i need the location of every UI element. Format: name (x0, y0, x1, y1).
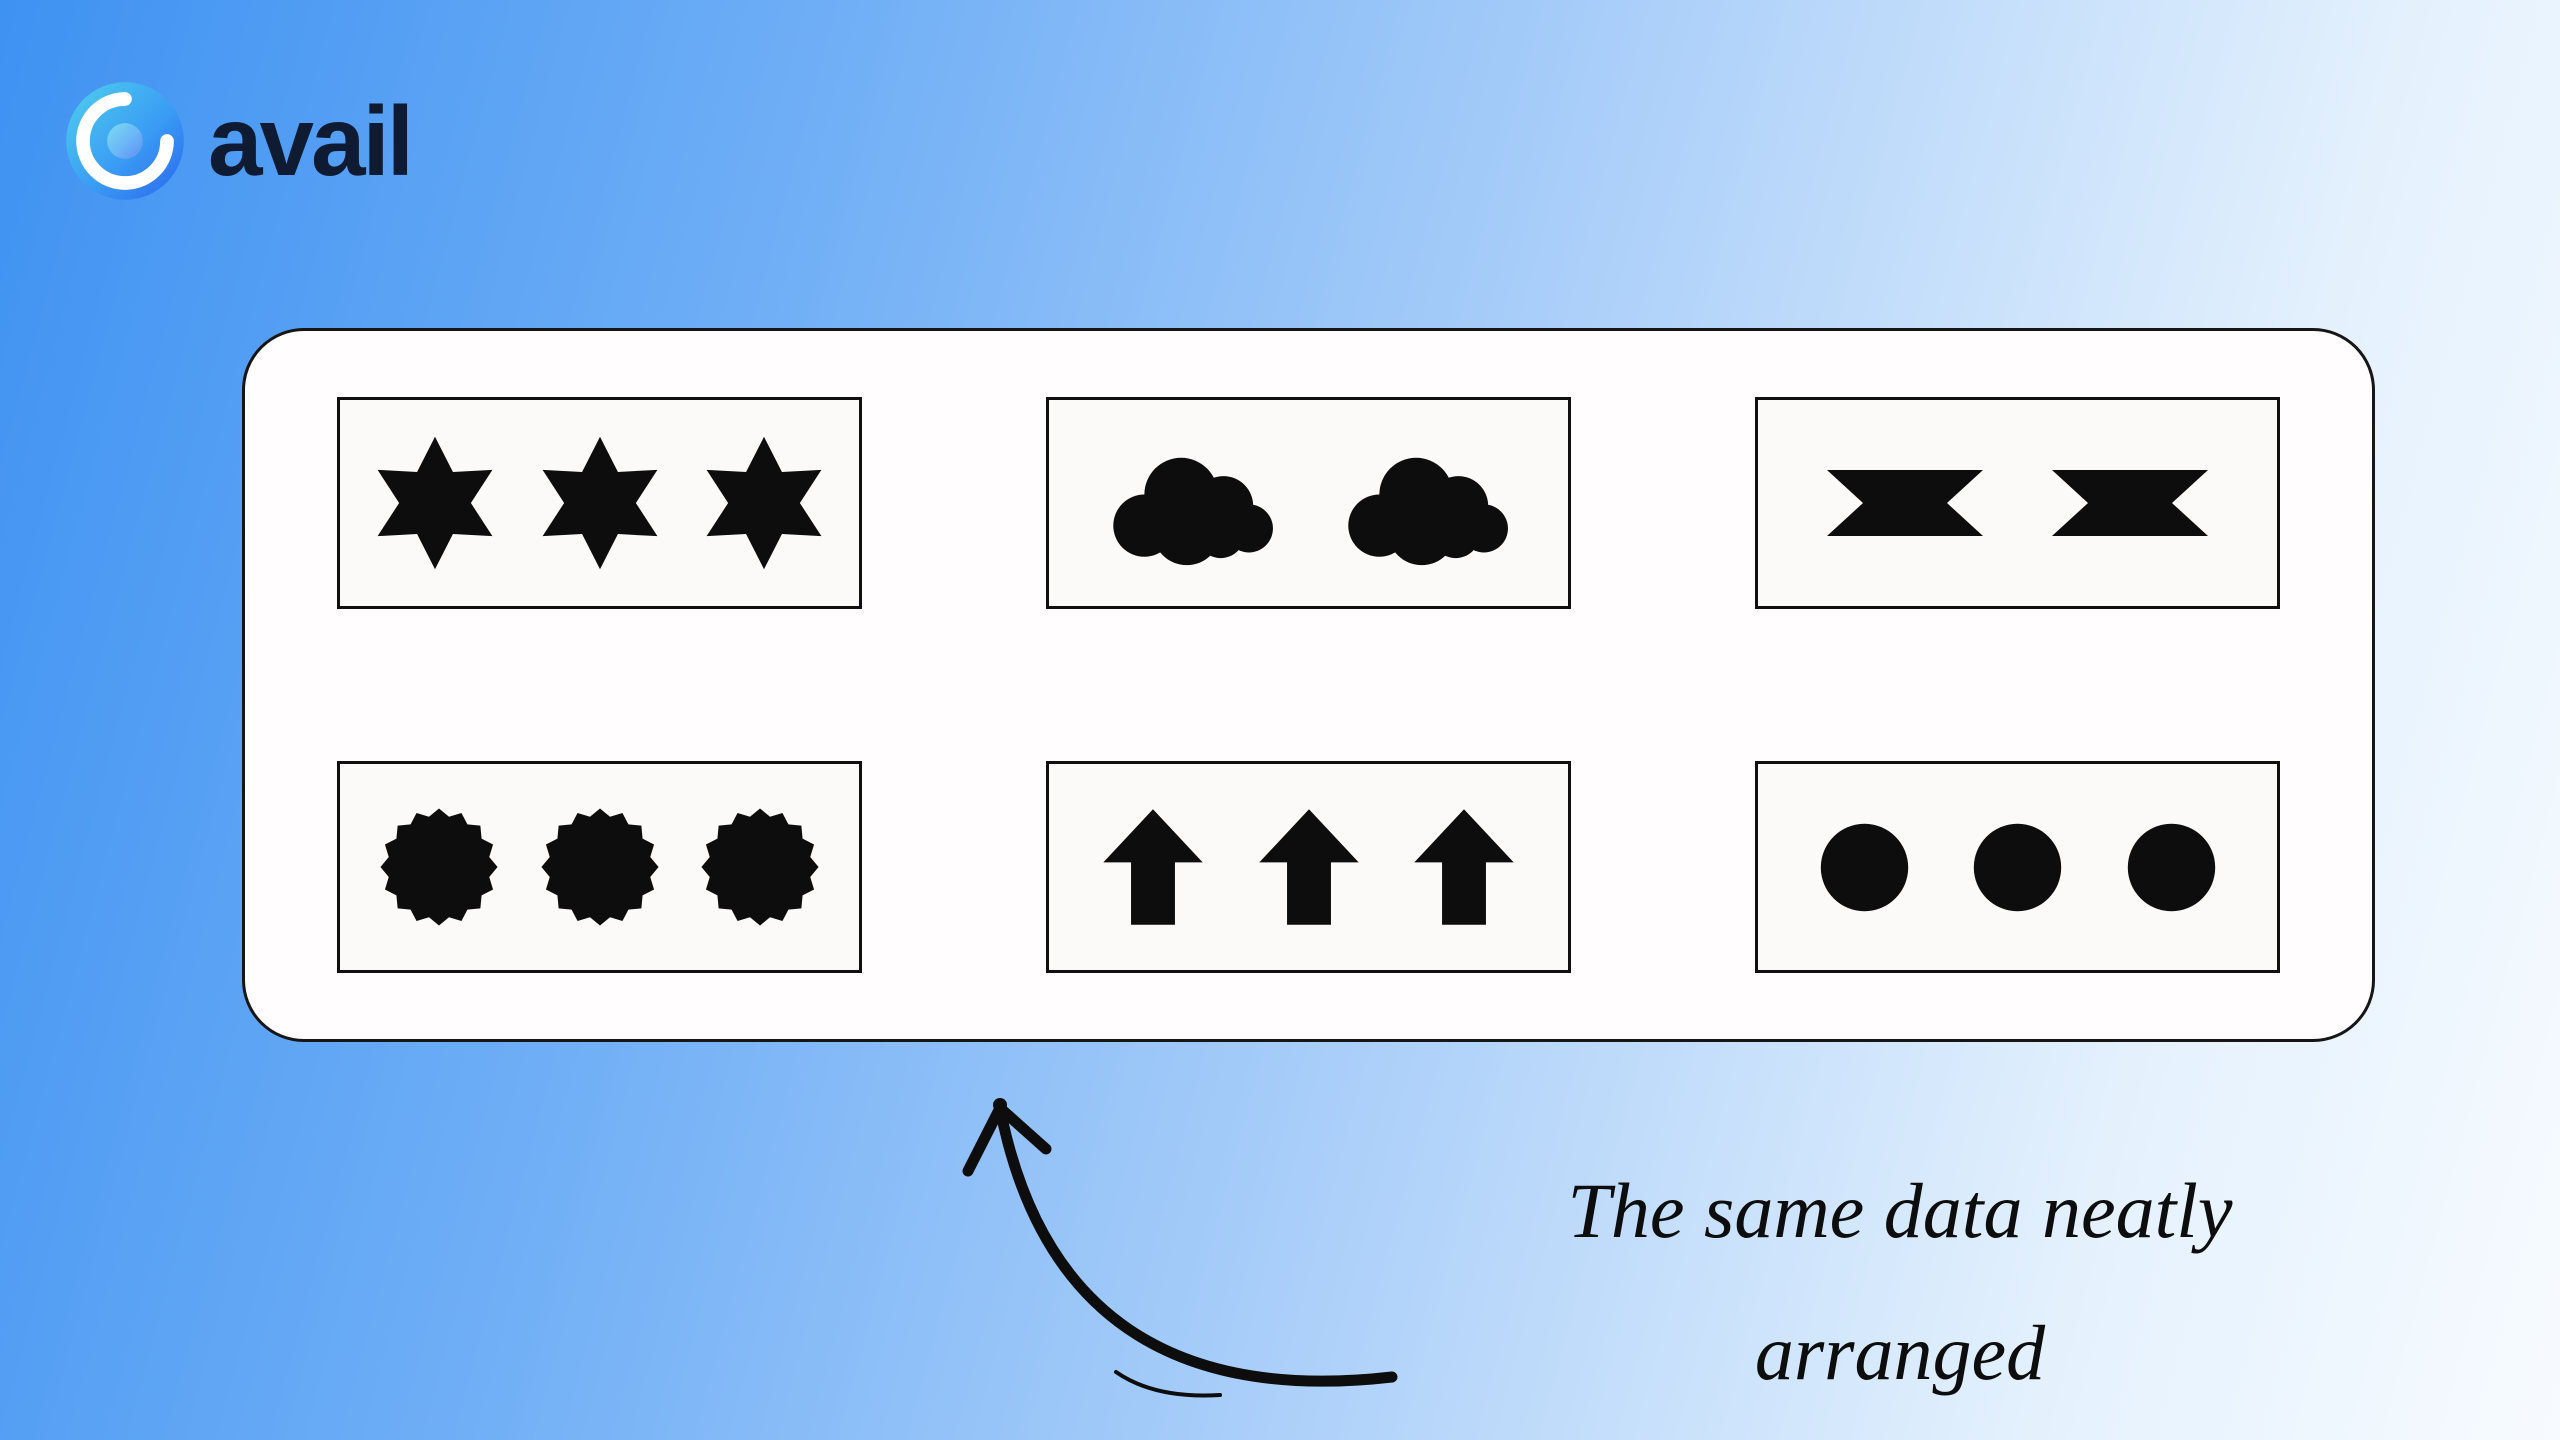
arrow-up-icon (1103, 809, 1203, 925)
cloud-icon (1113, 457, 1273, 566)
arrow-up-icon (1258, 809, 1359, 925)
avail-logo-icon (66, 82, 184, 200)
shape-box-arrows (1046, 761, 1571, 973)
seal-icon (380, 808, 498, 926)
circle-icon (1973, 823, 2062, 911)
caption-line-2: arranged (1754, 1309, 2046, 1396)
brand-logo: avail (62, 78, 414, 204)
shape-box-clouds (1046, 397, 1571, 609)
star6-icon (706, 436, 822, 570)
hand-drawn-arrow-icon (962, 1098, 1398, 1398)
cloud-icon (1348, 457, 1508, 566)
shape-box-ribbons (1755, 397, 2280, 609)
shape-box-seals (337, 761, 862, 973)
circle-icon (2127, 823, 2215, 911)
shapes-panel (242, 328, 2375, 1042)
arrow-up-icon (1414, 809, 1514, 925)
seal-icon (701, 808, 819, 926)
caption-line-1: The same data neatly (1567, 1167, 2233, 1254)
circle-icon (1820, 823, 1908, 911)
seal-icon (540, 808, 659, 926)
shape-box-stars (337, 397, 862, 609)
brand-name: avail (208, 86, 414, 196)
ribbon-icon (1826, 470, 1983, 536)
shape-box-dots (1755, 761, 2280, 973)
star6-icon (377, 436, 493, 570)
caption: The same data neatly arranged (1450, 1140, 2350, 1424)
star6-icon (542, 436, 657, 570)
ribbon-icon (2052, 470, 2209, 536)
